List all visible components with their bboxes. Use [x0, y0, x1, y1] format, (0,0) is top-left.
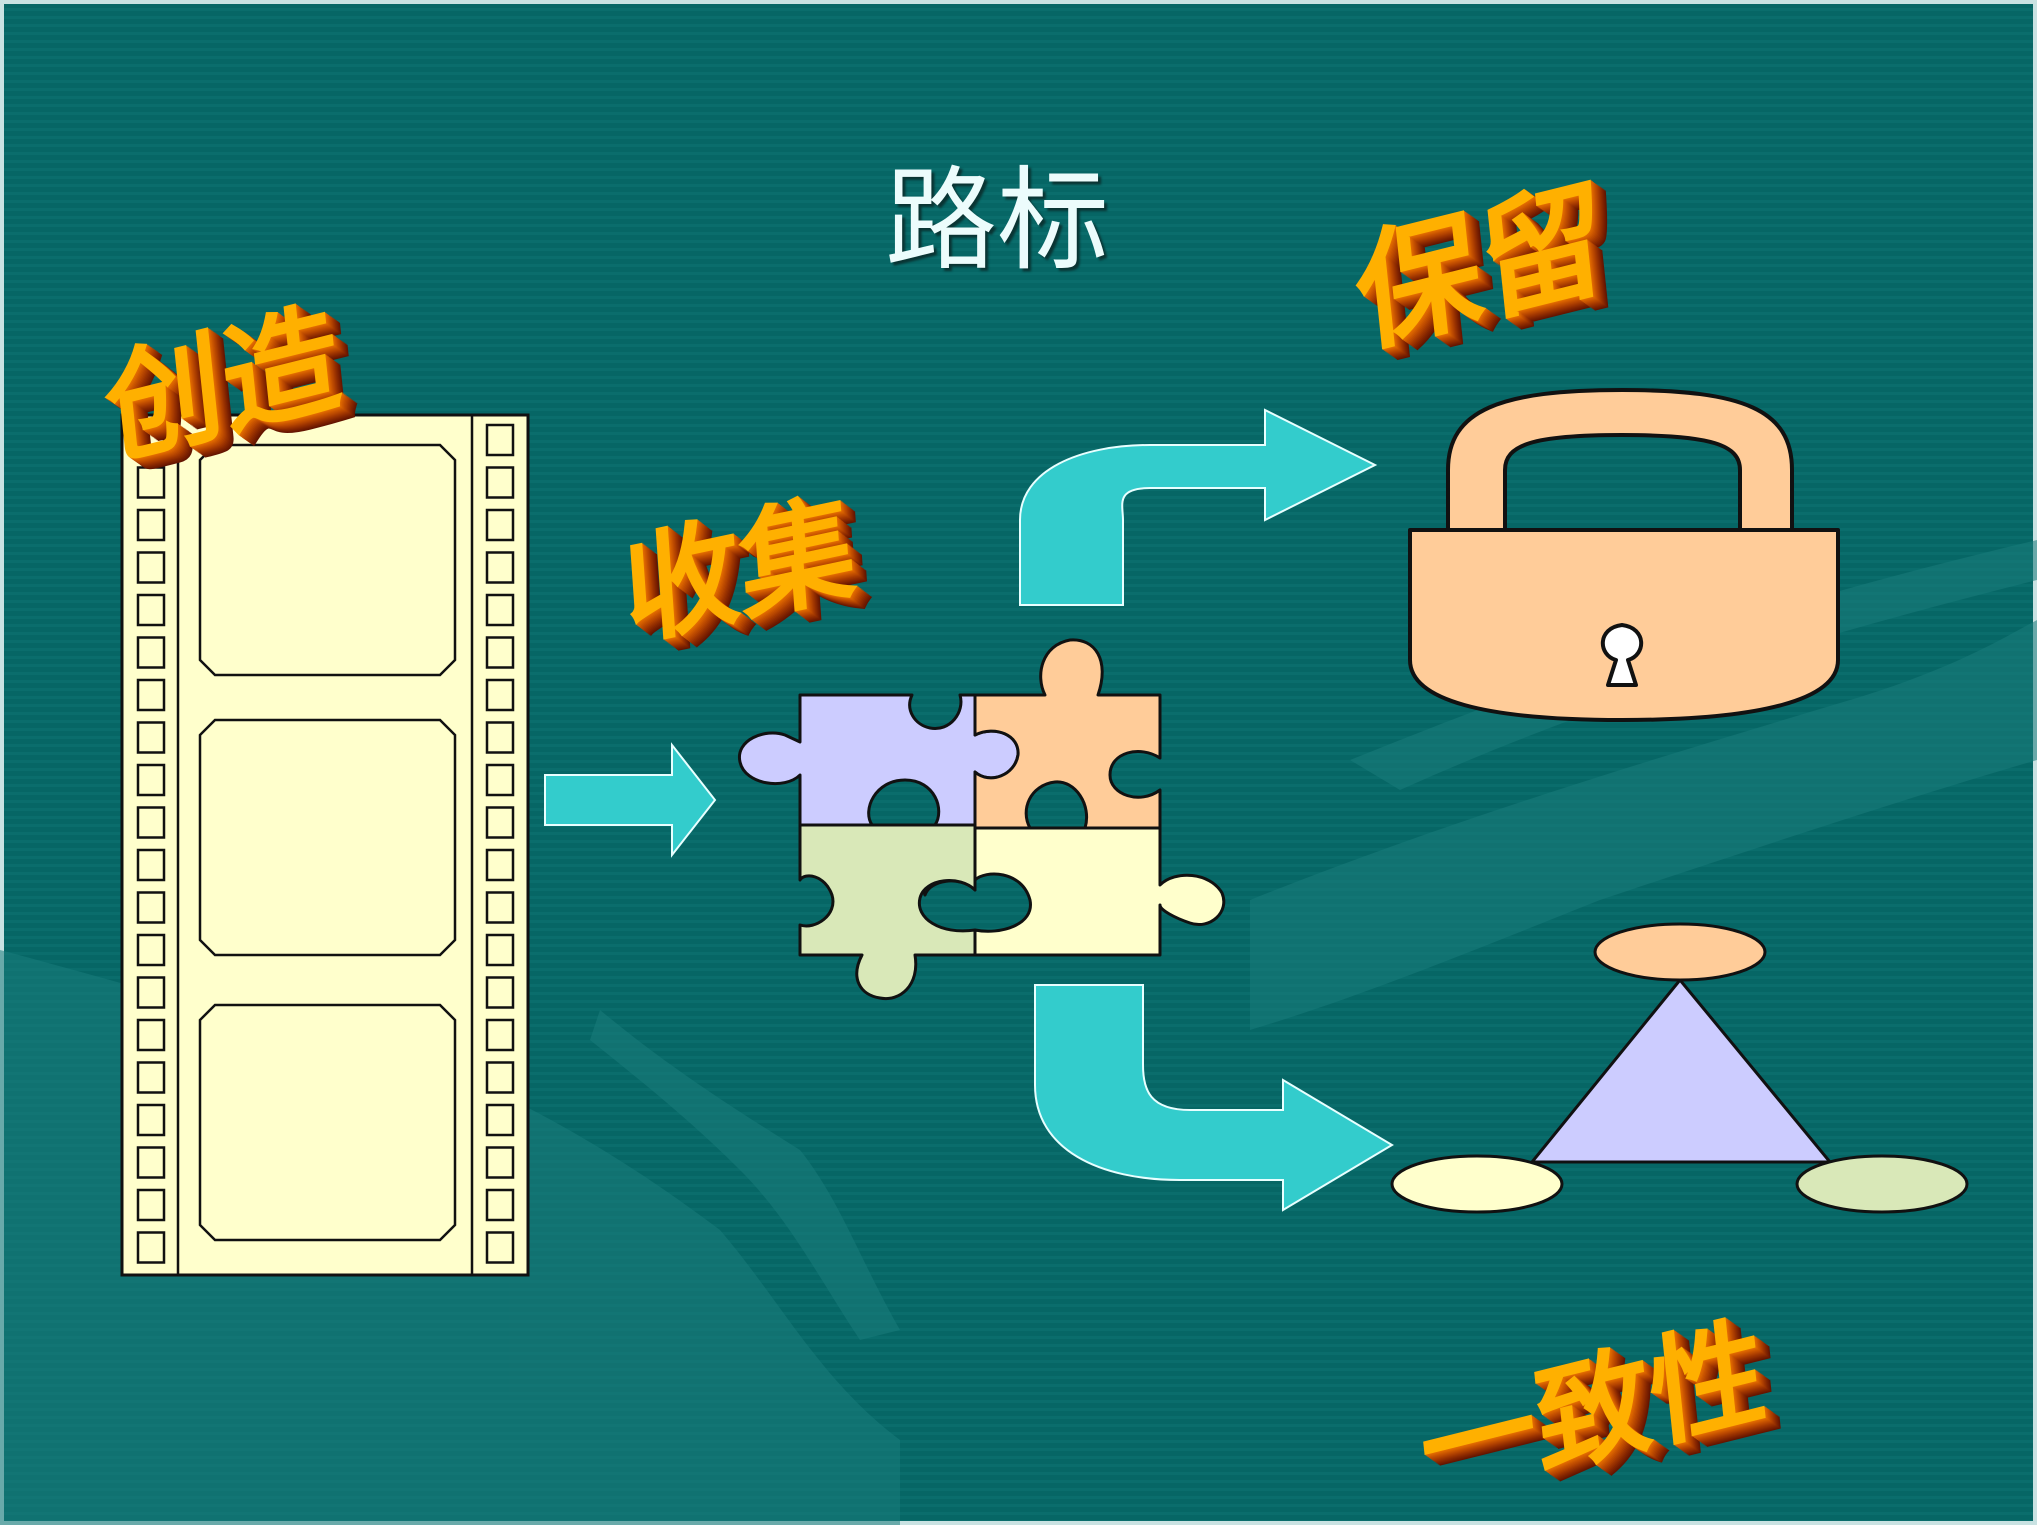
film-strip-icon	[120, 413, 530, 1277]
film-sprocket-hole	[136, 593, 166, 627]
triangle-network-icon	[1390, 922, 1969, 1214]
film-frame-2	[198, 718, 457, 957]
film-sprocket-hole	[136, 1231, 166, 1264]
film-sprocket-hole	[485, 1018, 515, 1052]
film-sprocket-hole	[485, 678, 515, 712]
film-sprocket-hole	[136, 1061, 166, 1094]
slide-title: 路标	[885, 156, 1109, 286]
padlock-shackle	[1446, 388, 1794, 532]
film-sprocket-hole	[136, 806, 166, 839]
film-sprocket-hole	[136, 678, 166, 712]
film-sprocket-hole	[485, 721, 515, 754]
film-sprocket-hole	[485, 1188, 515, 1222]
film-sprocket-hole	[485, 1231, 515, 1264]
film-sprocket-hole	[136, 508, 166, 542]
film-sprocket-hole	[485, 636, 515, 669]
film-sprocket-hole	[485, 1061, 515, 1094]
film-sprocket-hole	[485, 806, 515, 839]
puzzle-piece-purple	[738, 693, 1020, 827]
film-sprocket-hole	[485, 848, 515, 882]
network-node-right	[1795, 1154, 1969, 1214]
film-sprocket-hole	[485, 1103, 515, 1137]
film-sprocket-hole	[136, 466, 166, 499]
film-sprocket-hole	[485, 976, 515, 1009]
film-sprocket-hole	[485, 1146, 515, 1179]
film-sprocket-hole	[136, 1146, 166, 1179]
film-sprocket-hole	[136, 551, 166, 584]
puzzle-icon	[738, 638, 1226, 1001]
film-sprocket-hole	[485, 508, 515, 542]
puzzle-piece-green	[798, 823, 977, 1001]
film-sprocket-hole	[136, 1188, 166, 1222]
film-sprocket-hole	[136, 423, 166, 457]
film-sprocket-hole	[485, 763, 515, 797]
film-sprocket-hole	[136, 721, 166, 754]
film-sprocket-hole	[485, 891, 515, 924]
network-node-left	[1390, 1154, 1564, 1214]
film-sprocket-hole	[485, 551, 515, 584]
arrow-puzzle-to-lock	[1019, 408, 1378, 606]
film-sprocket-hole	[136, 636, 166, 669]
network-node-top	[1593, 922, 1767, 982]
film-frame-3	[198, 1003, 457, 1242]
network-triangle	[1528, 977, 1834, 1164]
film-sprocket-hole	[136, 933, 166, 967]
film-sprocket-hole	[136, 976, 166, 1009]
keyhole-icon	[1600, 623, 1644, 687]
film-sprocket-hole	[136, 763, 166, 797]
film-frame-1	[198, 443, 457, 677]
film-sprocket-hole	[136, 1018, 166, 1052]
arrow-puzzle-to-network	[1034, 984, 1394, 1212]
film-sprocket-hole	[485, 593, 515, 627]
film-sprocket-hole	[136, 1103, 166, 1137]
puzzle-piece-orange	[973, 638, 1162, 830]
padlock-icon	[1408, 388, 1840, 722]
arrow-film-to-puzzle	[544, 742, 717, 858]
film-sprocket-hole	[136, 848, 166, 882]
film-sprocket-hole	[485, 933, 515, 967]
film-sprocket-hole	[485, 423, 515, 457]
film-sprocket-hole	[485, 466, 515, 499]
film-sprocket-hole	[136, 891, 166, 924]
